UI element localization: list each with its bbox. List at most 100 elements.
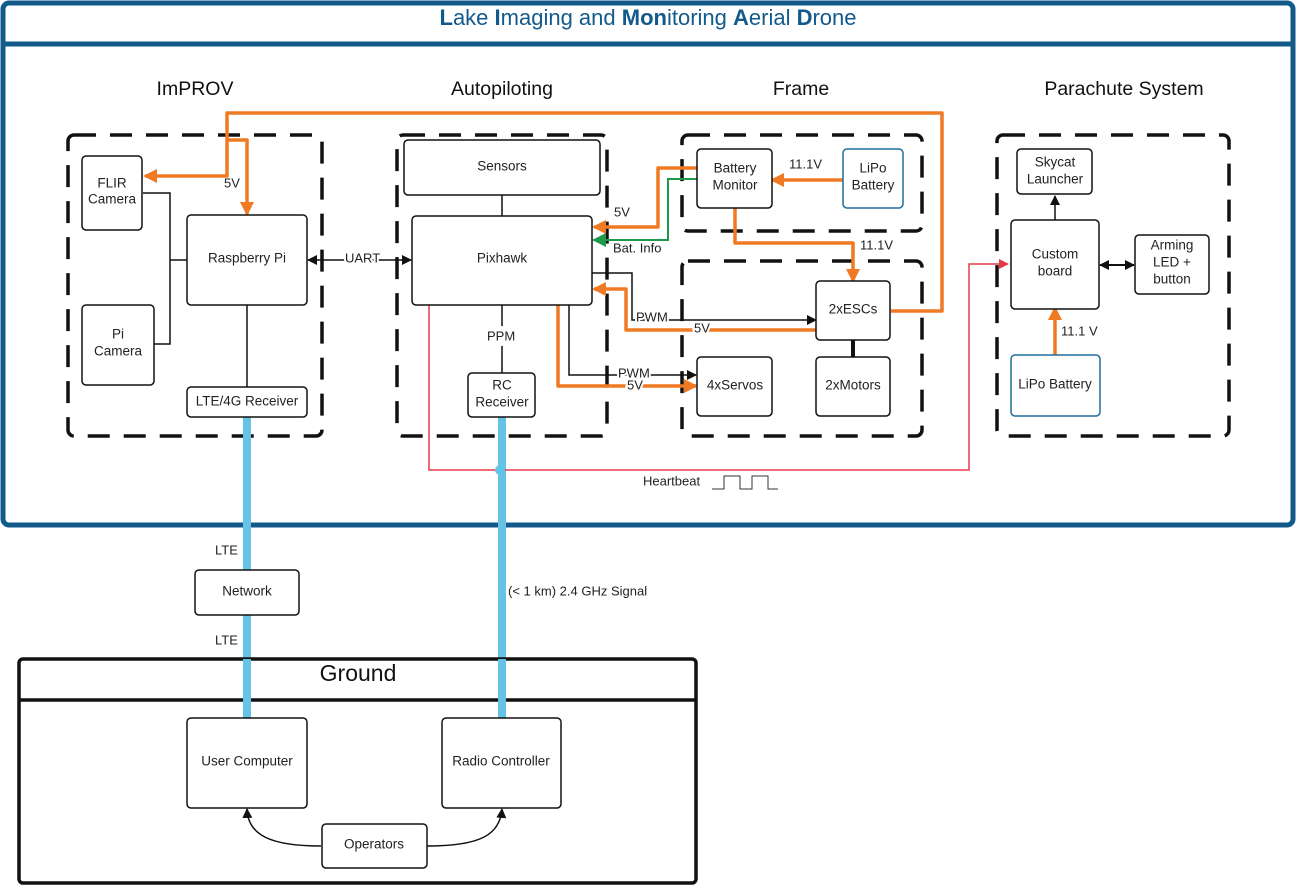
block-custom-board: Custom board xyxy=(1010,219,1100,310)
heartbeat-wire xyxy=(428,259,1009,471)
block-motors: 2xMotors xyxy=(815,356,891,417)
edge-label-battery-volt: 11.1V xyxy=(789,156,822,171)
block-label: 2xESCs xyxy=(829,302,878,317)
block-lipo-battery-parachute: LiPo Battery xyxy=(1010,354,1101,417)
title-part: D xyxy=(797,5,813,30)
block-pi-camera: Pi Camera xyxy=(81,304,155,386)
block-label: Battery xyxy=(714,161,757,176)
edge-label-5v-servo: 5V xyxy=(627,377,643,392)
block-label: RC xyxy=(492,378,512,393)
block-label: button xyxy=(1153,272,1191,287)
edge-label-lte-bottom: LTE xyxy=(215,632,238,647)
block-arming: Arming LED + button xyxy=(1134,234,1210,295)
block-pixhawk: Pixhawk xyxy=(411,215,593,306)
operator-to-computer-wire xyxy=(242,808,322,847)
block-label: Pixhawk xyxy=(477,251,528,266)
camera-bus-wire xyxy=(143,192,171,345)
block-label: Arming xyxy=(1151,238,1194,253)
title-part: I xyxy=(495,5,501,30)
block-lipo-battery-frame: LiPo Battery xyxy=(842,148,904,209)
block-raspberry-pi: Raspberry Pi xyxy=(186,214,308,306)
block-flir-camera: FLIR Camera xyxy=(81,155,143,231)
title-part: itoring xyxy=(667,5,733,30)
block-label: FLIR xyxy=(97,176,127,191)
title-part: ake xyxy=(453,5,495,30)
block-servos: 4xServos xyxy=(696,356,773,417)
block-label: Raspberry Pi xyxy=(208,251,286,266)
diagram-title: Lake Imaging and Monitoring Aerial Drone xyxy=(439,5,856,30)
block-label: Camera xyxy=(88,192,137,207)
block-skycat-launcher: Skycat Launcher xyxy=(1016,148,1093,195)
title-part: rone xyxy=(812,5,856,30)
section-frame: Frame xyxy=(773,78,829,100)
edge-label-5v-pi: 5V xyxy=(224,175,240,190)
block-lte-receiver: LTE/4G Receiver xyxy=(186,386,308,418)
block-label: User Computer xyxy=(201,754,293,769)
esc-5v-to-pixhawk-wire xyxy=(592,282,816,332)
group-frame-power xyxy=(680,133,924,233)
block-label: Custom xyxy=(1032,247,1079,262)
block-label: Receiver xyxy=(475,395,529,410)
block-label: LTE/4G Receiver xyxy=(196,394,299,409)
block-label: Battery xyxy=(852,178,895,193)
edge-label-pwm-servo: PWM xyxy=(618,365,650,380)
block-label: Radio Controller xyxy=(452,754,550,769)
block-label: Network xyxy=(222,584,272,599)
section-ground: Ground xyxy=(320,660,397,686)
section-autopiloting: Autopiloting xyxy=(451,78,553,100)
edge-label-bat-info: Bat. Info xyxy=(613,240,661,255)
group-parachute xyxy=(995,133,1231,438)
block-operators: Operators xyxy=(321,823,428,869)
monitor-to-esc-wire xyxy=(733,208,860,283)
edge-label-parachute-volt: 11.1 V xyxy=(1061,323,1098,338)
block-label: Launcher xyxy=(1027,172,1084,187)
edge-label-heartbeat: Heartbeat xyxy=(643,473,700,488)
power-5v-pixhawk-wire xyxy=(592,166,697,234)
block-label: board xyxy=(1038,264,1073,279)
title-part: L xyxy=(439,5,452,30)
block-label: Operators xyxy=(344,837,404,852)
pwm-esc-wire xyxy=(592,272,817,325)
block-escs: 2xESCs xyxy=(815,280,891,341)
edge-label-ppm: PPM xyxy=(487,328,515,343)
block-radio-controller: Radio Controller xyxy=(441,717,562,809)
group-frame-propulsion xyxy=(680,259,924,438)
edge-label-5v-esc: 5V xyxy=(694,320,710,335)
ground-frame: Ground xyxy=(17,657,698,885)
block-label: 2xMotors xyxy=(825,378,881,393)
title-part: erial xyxy=(749,5,797,30)
edge-label-pwm-esc: PWM xyxy=(636,309,668,324)
edge-label-uart: UART xyxy=(345,250,380,265)
group-improv xyxy=(66,133,324,438)
power-5v-servo-wire xyxy=(556,305,698,393)
block-label: LiPo xyxy=(859,161,886,176)
title-part: Mon xyxy=(622,5,667,30)
operator-to-radio-wire xyxy=(426,808,507,847)
pwm-servo-wire xyxy=(568,305,697,380)
section-parachute: Parachute System xyxy=(1044,78,1203,100)
block-label: Pi xyxy=(112,327,124,342)
edge-label-esc-volt: 11.1V xyxy=(860,237,893,252)
power-5v-pi-wire xyxy=(227,138,254,216)
block-label: Monitor xyxy=(712,178,758,193)
block-label: LED + xyxy=(1153,255,1191,270)
block-label: Camera xyxy=(94,344,143,359)
block-user-computer: User Computer xyxy=(186,717,308,809)
block-network: Network xyxy=(194,569,300,616)
edge-label-rc-signal: (< 1 km) 2.4 GHz Signal xyxy=(508,583,647,598)
title-part: maging and xyxy=(501,5,622,30)
block-sensors: Sensors xyxy=(403,139,601,196)
drone-frame: Lake Imaging and Monitoring Aerial Drone xyxy=(0,0,1296,528)
block-label: Sensors xyxy=(477,159,527,174)
edge-label-lte-top: LTE xyxy=(215,542,238,557)
block-label: 4xServos xyxy=(707,378,764,393)
section-improv: ImPROV xyxy=(157,78,234,100)
block-label: LiPo Battery xyxy=(1018,377,1092,392)
title-part: A xyxy=(733,5,749,30)
edge-label-5v-pixhawk: 5V xyxy=(614,204,630,219)
battery-info-wire xyxy=(592,178,697,247)
power-5v-flir-wire xyxy=(143,111,944,313)
block-label: Skycat xyxy=(1035,155,1076,170)
wire-crossing xyxy=(495,465,505,475)
